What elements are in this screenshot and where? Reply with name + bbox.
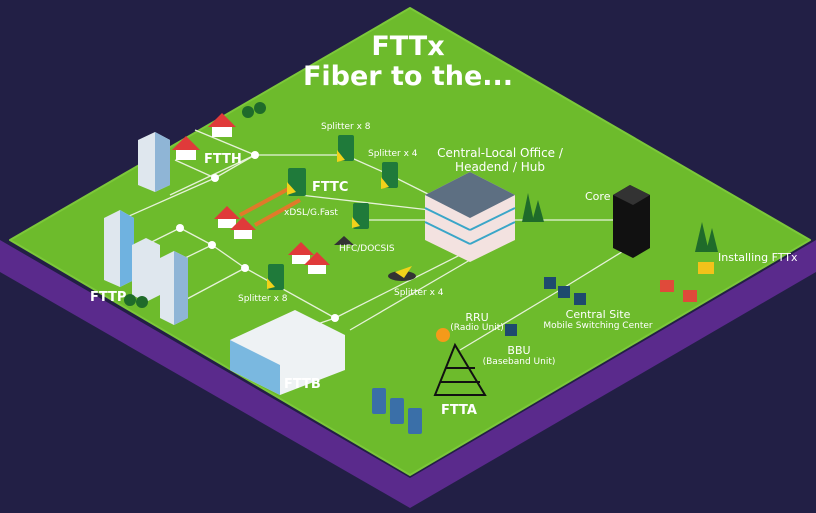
label-splitter-x8-top: Splitter x 8	[321, 122, 371, 132]
label-fttb: FTTB	[284, 377, 321, 392]
label-central-site: Central Site	[565, 308, 631, 321]
cell-tower-icon	[433, 328, 487, 396]
central-office-line-1: Central-Local Office /	[437, 146, 563, 160]
label-bbu-sub: (Baseband Unit)	[482, 357, 556, 367]
central-office-line-2: Headend / Hub	[455, 160, 545, 174]
construction-site	[660, 262, 714, 302]
splitter-icons	[267, 135, 416, 290]
copper-lines	[239, 186, 301, 227]
title-line-1: FTTx	[371, 31, 445, 62]
label-splitter-x4-top: Splitter x 4	[368, 149, 418, 159]
label-msc: Mobile Switching Center	[543, 321, 653, 331]
label-fttp: FTTP	[90, 290, 127, 305]
label-rru: RRU	[465, 311, 489, 324]
houses	[172, 113, 330, 274]
label-ftth: FTTH	[204, 152, 242, 167]
label-rru-sub: (Radio Unit)	[450, 323, 504, 333]
label-splitter-x4-bottom: Splitter x 4	[394, 288, 444, 298]
label-splitter-x8-bottom: Splitter x 8	[238, 294, 288, 304]
buildings	[104, 132, 516, 395]
core-rack-icon	[613, 185, 650, 258]
junction-nodes	[176, 151, 339, 322]
label-central-office: Central-Local Office /Headend / Hub	[437, 146, 563, 174]
label-xdsl: xDSL/G.Fast	[284, 208, 338, 218]
label-ftta: FTTA	[441, 403, 477, 418]
label-fttc: FTTC	[312, 180, 349, 195]
central-site-icon	[505, 277, 586, 336]
label-bbu: BBU	[507, 344, 531, 357]
trees	[124, 102, 718, 308]
label-installing: Installing FTTx	[718, 251, 798, 264]
platform-ground	[9, 7, 811, 476]
label-hfc: HFC/DOCSIS	[339, 244, 395, 254]
label-core: Core	[585, 190, 611, 203]
phones	[372, 388, 422, 434]
title-line-2: Fiber to the...	[302, 61, 514, 92]
